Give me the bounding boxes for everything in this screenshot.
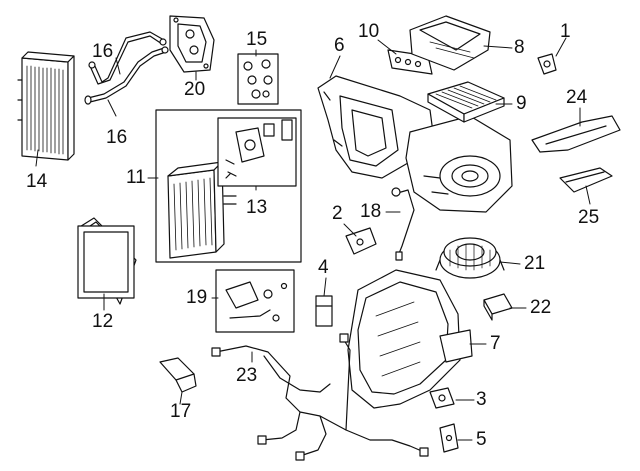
callout-10: 10 <box>358 21 380 42</box>
callout-8: 8 <box>514 37 525 58</box>
callout-3: 3 <box>476 389 487 410</box>
wire-harness-part-23 <box>212 334 428 460</box>
callout-7: 7 <box>490 333 501 354</box>
callout-9: 9 <box>516 93 527 114</box>
expansion-valve-kit-part-13 <box>218 118 296 186</box>
heater-core-part-14 <box>18 52 74 160</box>
blower-resistor-part-22 <box>484 294 512 320</box>
callout-25: 25 <box>578 207 600 228</box>
bracket-set-part-19 <box>216 270 294 332</box>
valve-part-4 <box>316 296 332 326</box>
bracket-part-17 <box>160 358 196 392</box>
callout-20: 20 <box>184 79 206 100</box>
leader-lines <box>35 37 591 441</box>
lower-housing-part-7 <box>348 270 472 408</box>
callout-2: 2 <box>332 203 343 224</box>
callout-19: 19 <box>186 287 208 308</box>
callout-18: 18 <box>360 201 382 222</box>
callout-24: 24 <box>566 87 588 108</box>
callout-21: 21 <box>524 253 546 274</box>
callout-4: 4 <box>318 257 329 278</box>
callout-17: 17 <box>170 401 192 422</box>
callout-14: 14 <box>26 171 48 192</box>
callout-15: 15 <box>246 29 268 50</box>
callout-23: 23 <box>236 365 258 386</box>
callout-13: 13 <box>246 197 268 218</box>
air-duct-part-25 <box>560 168 612 192</box>
bracket-part-5 <box>440 424 458 452</box>
cabin-filter-part-9 <box>428 82 504 122</box>
callout-12: 12 <box>92 311 114 332</box>
filter-frame-part-12 <box>78 218 136 304</box>
filter-housing-part-8 <box>410 16 490 70</box>
temperature-sensor-part-18 <box>392 188 414 260</box>
sensor-part-1 <box>538 54 556 74</box>
heater-pipes-part-16 <box>85 32 168 104</box>
callout-22: 22 <box>530 297 552 318</box>
blower-housing <box>406 116 512 212</box>
callout-11: 11 <box>126 167 146 188</box>
actuator-part-2 <box>346 228 376 254</box>
callout-1: 1 <box>560 21 571 42</box>
blower-motor-part-21 <box>436 238 504 278</box>
callout-16b: 16 <box>106 127 128 148</box>
actuator-part-3 <box>430 388 454 408</box>
air-duct-part-24 <box>532 116 620 152</box>
gasket-part-20 <box>170 16 214 72</box>
callout-6: 6 <box>334 35 345 56</box>
callout-5: 5 <box>476 429 487 450</box>
seal-kit-part-15 <box>238 54 278 104</box>
callout-16a: 16 <box>92 41 114 62</box>
